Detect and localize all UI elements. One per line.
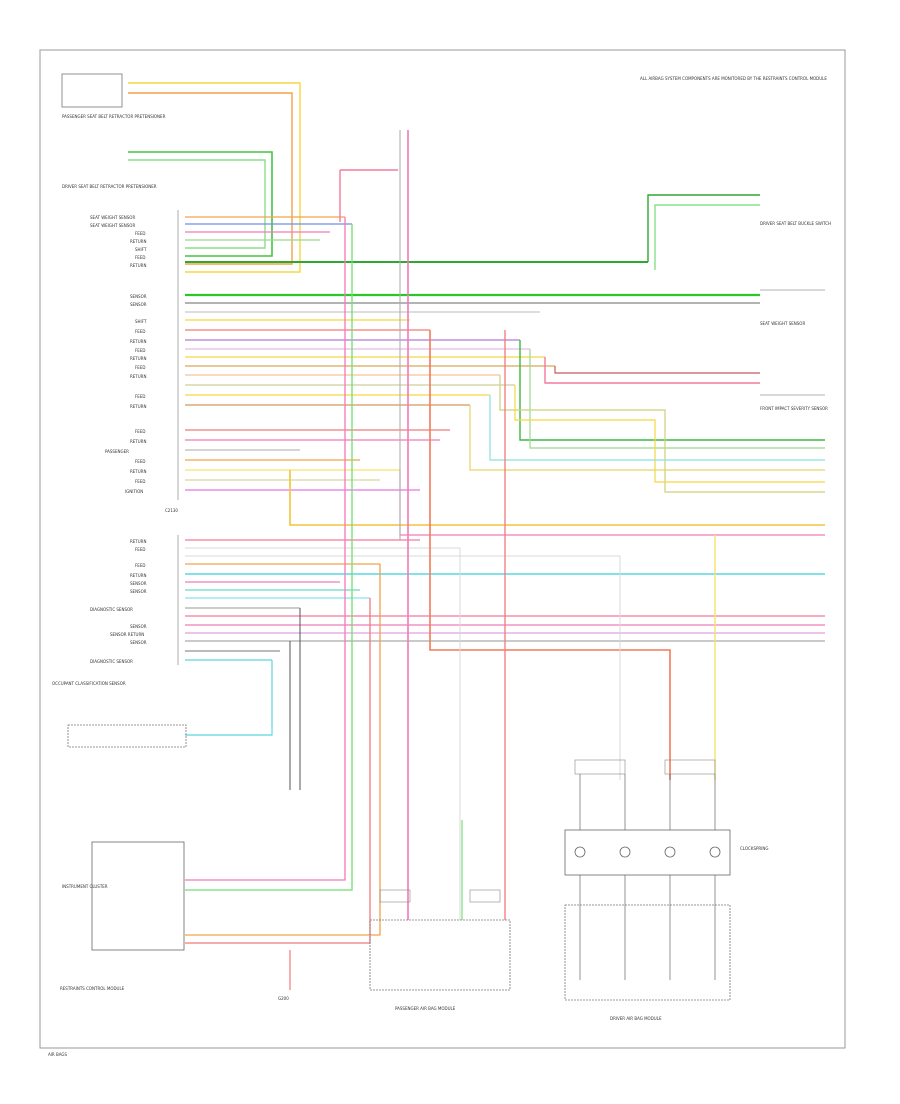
pass-conn-1 [379,889,411,903]
pass-conn-2 [469,889,501,903]
instrument-cluster-label: INSTRUMENT CLUSTER [62,884,108,889]
wire-label: RETURN [130,263,146,268]
wire-label: RETURN [130,356,146,361]
driver-module-label: DRIVER AIR BAG MODULE [610,1016,662,1021]
clockspring-label: CLOCKSPRING [740,846,768,851]
driver-seat-belt-label: DRIVER SEAT BELT RETRACTOR PRETENSIONER [62,184,157,189]
wire-occupant-cyan [185,660,273,736]
passenger-module-label: PASSENGER AIR BAG MODULE [395,1006,456,1011]
restraints-module-label: RESTRAINTS CONTROL MODULE [60,986,125,991]
clockspring-coil-3 [664,846,676,858]
wire-right-green [519,340,825,441]
wire-right-cyan [489,395,825,461]
wire-label: FEED [135,459,145,464]
driver-module-box [564,904,731,1001]
driver-conn-1 [574,759,626,775]
wire-cluster-orange [185,564,381,936]
wire-label: FEED [135,348,145,353]
wire-label: DIAGNOSTIC SENSOR [90,659,133,664]
occupant-class-box [67,724,187,748]
passenger-seat-belt-label: PASSENGER SEAT BELT RETRACTOR PRETENSION… [62,114,166,119]
left-wire-labels: SEAT WEIGHT SENSOR SEAT WEIGHT SENSOR FE… [90,215,178,513]
wire-label: SENSOR [130,581,147,586]
right-top-note: ALL AIRBAG SYSTEM COMPONENTS ARE MONITOR… [640,76,827,81]
wire-label: RETURN [130,339,146,344]
wire-label: FEED [135,547,145,552]
passenger-module-box [369,919,511,991]
wire-label: FEED [135,394,145,399]
driver-module-pins [579,774,716,980]
wire-label: SENSOR [130,589,147,594]
wire-label: RETURN [130,573,146,578]
wire-label: FEED [135,479,145,484]
wire-label: IGNITION [125,489,143,494]
wire-label: SENSOR RETURN [110,632,144,637]
wire-yellow-top [128,82,301,273]
wire-right-pink [544,357,760,384]
wire-label: FEED [135,365,145,370]
wire-label: FEED [135,329,145,334]
driver-conn-2 [664,759,716,775]
wire-cluster-red [185,598,371,944]
wire-label: SHIFT [135,247,147,252]
wire-driver-red [429,330,671,780]
wire-label: SENSOR [130,302,147,307]
wire-right-yellow [514,385,825,483]
wire-label: DIAGNOSTIC SENSOR [90,607,133,612]
wire-label: RETURN [130,239,146,244]
seat-weight-sensor-label: SEAT WEIGHT SENSOR [760,321,805,326]
wire-label: SENSOR [130,294,147,299]
wire-label: FEED [135,429,145,434]
wire-label: RETURN [130,469,146,474]
wire-label: RETURN [130,404,146,409]
wire-label: RETURN [130,374,146,379]
wire-lightgreen-up [654,204,760,270]
wire-label: SENSOR [130,624,147,629]
occupant-class-label: OCCUPANT CLASSIFICATION SENSOR [52,681,126,686]
wire-label: FEED [135,563,145,568]
page-label: AIR BAGS [48,1052,67,1057]
wire-orange-top [128,92,293,265]
wire-label: SEAT WEIGHT SENSOR [90,223,135,228]
wire-label: FEED [135,231,145,236]
wire-yellow-crossing [289,470,825,526]
wire-right-gold [469,405,825,471]
wire-cluster-pink [185,217,346,881]
front-impact-label: FRONT IMPACT SEVERITY SENSOR [760,406,828,411]
wire-label: PASSENGER [105,449,129,454]
wire-cluster-green [185,224,353,891]
clockspring-coil-1 [574,846,586,858]
wire-green-up [647,194,760,262]
wire-right-red [554,366,760,374]
clockspring-box [564,829,731,876]
wire-right-lightgreen [529,349,825,449]
clockspring-coil-2 [619,846,631,858]
passenger-belt-box [61,73,123,108]
ground-label: G200 [278,996,289,1001]
wire-label: FEED [135,255,145,260]
clockspring-coil-4 [709,846,721,858]
wire-label: SHIFT [135,319,147,324]
wire-label: SEAT WEIGHT SENSOR [90,215,135,220]
page-frame [39,49,846,1049]
wire-label: RETURN [130,439,146,444]
wire-label: SENSOR [130,640,147,645]
wire-label: RETURN [130,539,146,544]
lower-wire-labels: RETURN FEED FEED RETURN SENSOR SENSOR DI… [90,539,147,664]
driver-belt-right-label: DRIVER SEAT BELT BUCKLE SWITCH [760,221,831,226]
wire-green-belt [128,151,273,257]
instrument-cluster-box [91,841,185,951]
wire-right-tan [499,375,825,493]
connector-code: C2130 [165,508,178,513]
wire-lightgreen-belt [128,159,266,249]
